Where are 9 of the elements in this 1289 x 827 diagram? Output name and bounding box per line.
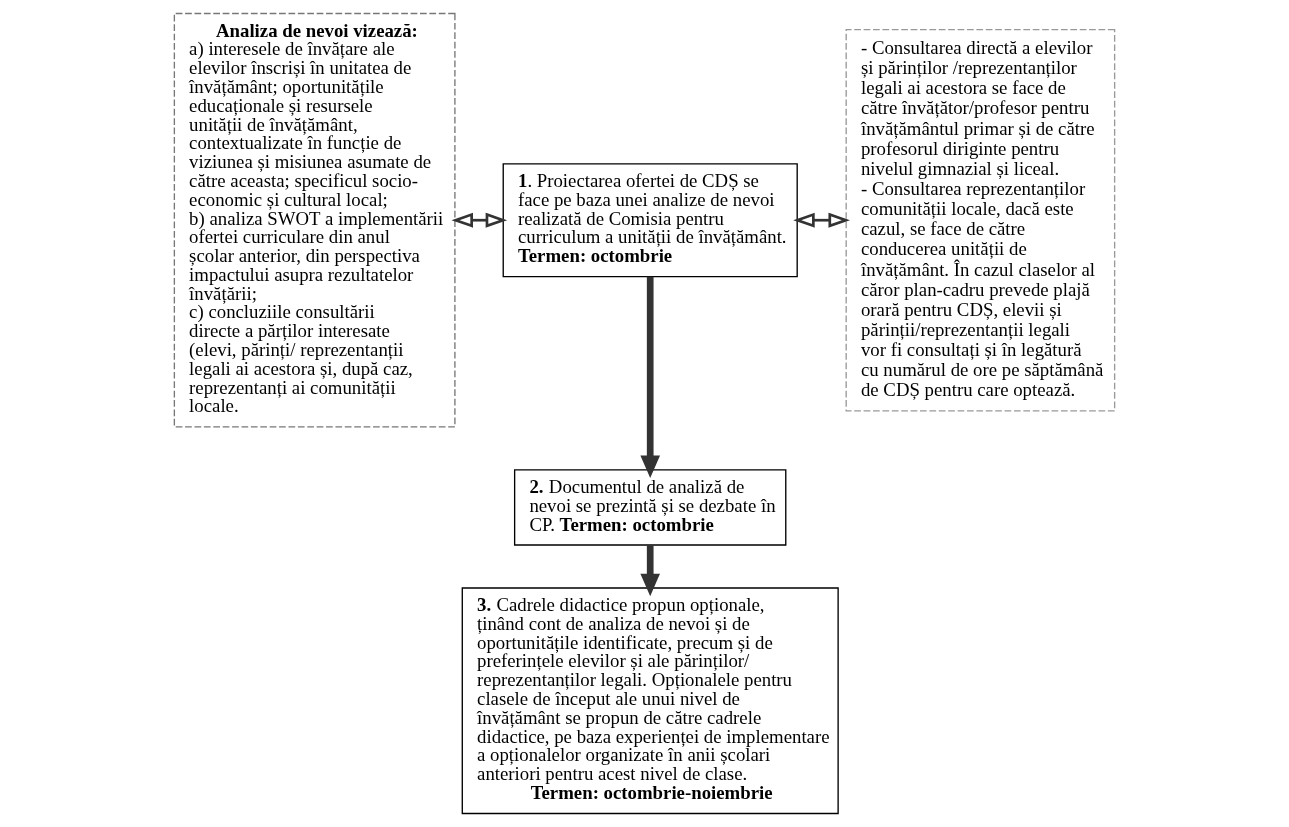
arrow [640, 276, 661, 478]
node-box: 1. Proiectarea ofertei de CDȘ se face pe baza unei analize de nevoi realizată de Comisia pentru curriculum a unității de învățământ. Termen: octombrie [502, 163, 798, 278]
arrow [451, 212, 508, 228]
arrow [640, 545, 661, 597]
node-box: 2. Documentul de analiză de nevoi se prezintă și se dezbate în CP. Termen: octombrie [513, 469, 787, 546]
node-box: Analiza de nevoi vizează: a) interesele de învățare ale elevilor înscriși în unitatea de învățământ; oportunitățile educaționale și resursele unității de învățământ, contextualizate în funcție de viziunea și misiunea asumate de către aceasta; specificul socio-economic și cultural local; b) analiza SWOT a implementării ofertei curriculare din anul școlar anterior, din perspectiva impactului asupra rezultatelor învățării; c) concluziile consultării directe a părților interesate (elevi, părinți/ reprezentanții legali ai acestora și, după caz, reprezentanți ai comunității locale. [173, 12, 456, 428]
node-box: - Consultarea directă a elevilor și părinților /reprezentanților legali ai acestora se face de către învățător/profesor pentru învățământul primar și de către profesorul diriginte pentru nivelul gimnazial și liceal. - Consultarea reprezentanților comunității locale, dacă este cazul, se face de către conducerea unității de învățământ. În cazul claselor al căror plan-cadru prevede plajă orară pentru CDȘ, elevii și părinții/reprezentanții legali vor fi consultați și în legătură cu numărul de ore pe săptămână de CDȘ pentru care optează. [845, 28, 1116, 412]
node-box: 3. Cadrele didactice propun opționale, ținând cont de analiza de nevoi și de oportunitățile identificate, precum și de preferințele elevilor și ale părinților/ reprezentanților legali. Opționalele pentru clasele de început ale unui nivel de învățământ se propun de către cadrele didactice, pe baza experienței de implementare a opționalelor organizate în anii școlari anteriori pentru acest nivel de clase. Termen: octombrie-noiembrie [461, 587, 839, 815]
arrow [793, 212, 850, 228]
